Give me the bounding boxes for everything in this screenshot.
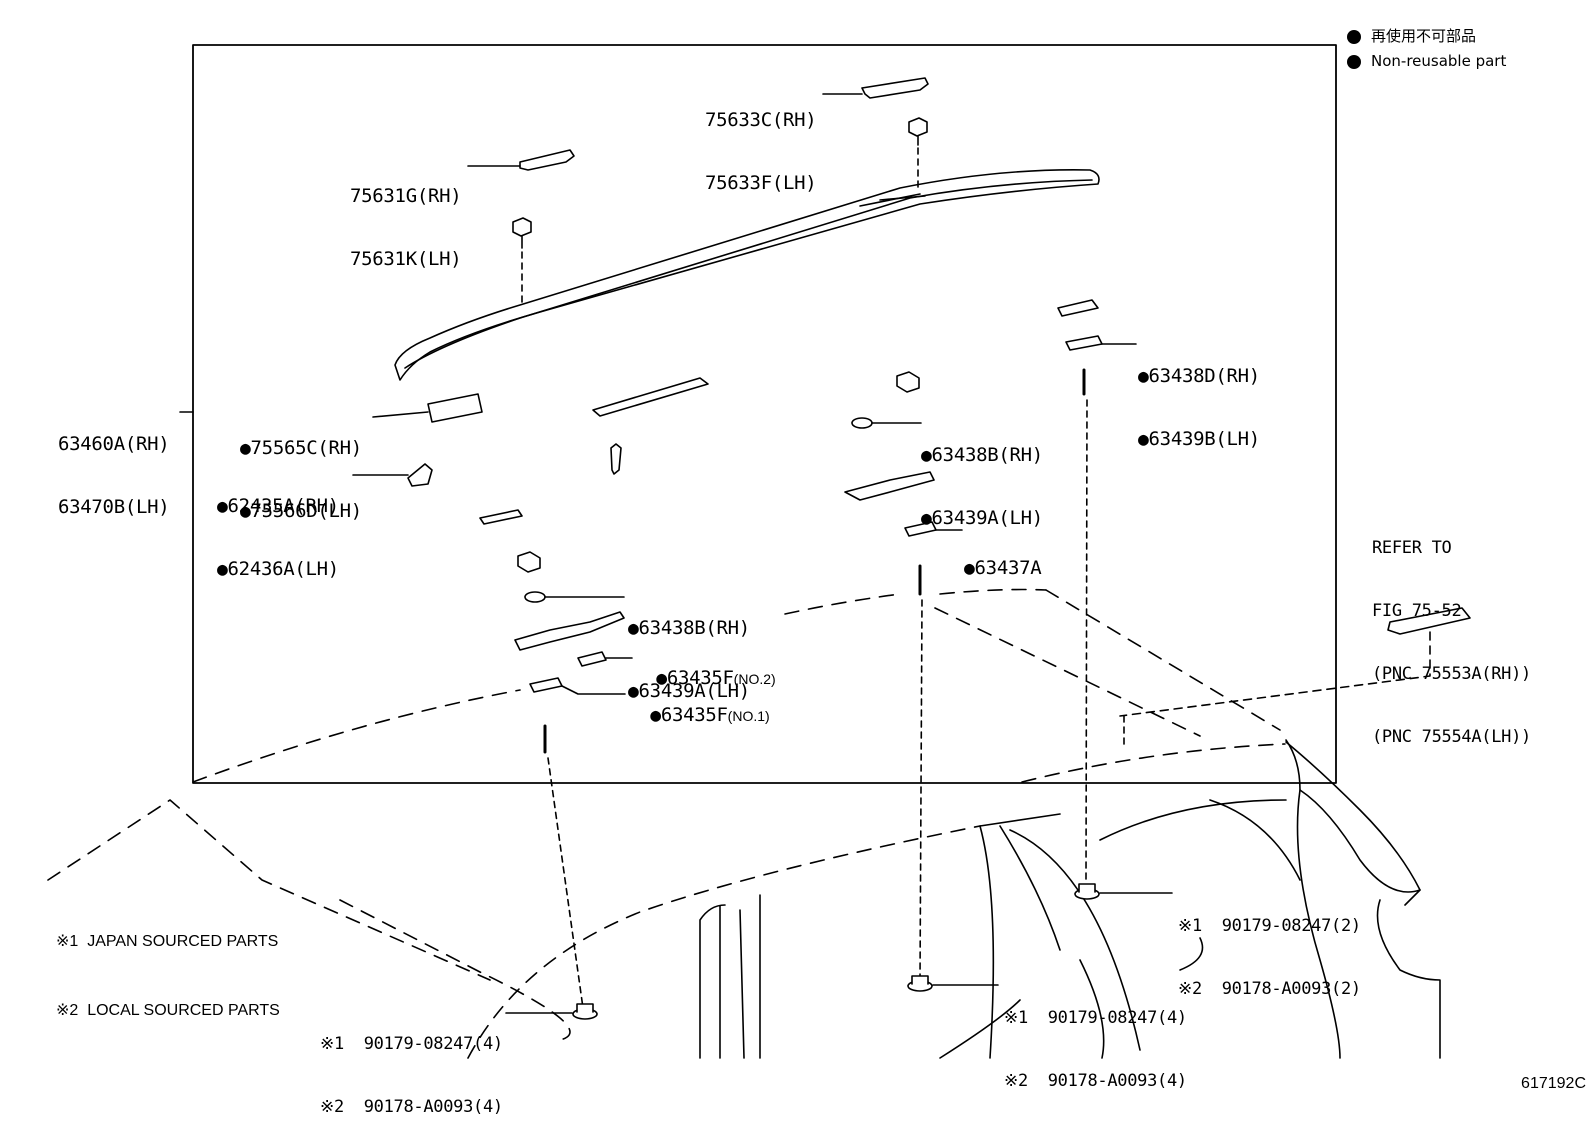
sourcing-note-local: ※2 LOCAL SOURCED PARTS <box>56 1002 280 1019</box>
label-63437-code: 63437A <box>974 557 1042 579</box>
non-reusable-icon: ● <box>650 705 661 726</box>
figure-id: 617192C <box>1521 1075 1586 1092</box>
pad-63435-no1-shape <box>529 677 563 693</box>
refer-line-1: REFER TO <box>1372 538 1452 558</box>
cover-75633-shape <box>861 77 929 99</box>
label-75631-rh: 75631G(RH) <box>350 185 462 207</box>
non-reusable-icon: ● <box>217 559 228 580</box>
legend-row-en: Non-reusable part <box>1347 49 1506 74</box>
cover-75631-shape <box>519 149 575 171</box>
car-body-outline <box>47 799 491 981</box>
label-75631-lh: 75631K(LH) <box>350 248 462 270</box>
label-62435[interactable]: ●62435A(RH) ●62436A(LH) <box>217 454 339 601</box>
label-63438b-right[interactable]: ●63438B(RH) ●63439A(LH) <box>921 403 1043 550</box>
parts-diagram-drawing <box>47 44 1471 1059</box>
fastener-middle-line-2: ※2 90178-A0093(4) <box>1004 1071 1187 1091</box>
label-75565[interactable]: ●75565C(RH) ●75566D(LH) <box>240 396 362 543</box>
label-63438b-left-rh: 63438B(RH) <box>638 617 751 639</box>
fastener-right-line-1: ※1 90179-08247(2) <box>1178 916 1361 936</box>
label-63460-rh: 63460A(RH) <box>58 433 170 455</box>
label-63435-no2-code: 63435F <box>666 667 734 689</box>
sourcing-notes: ※1 JAPAN SOURCED PARTS ※2 LOCAL SOURCED … <box>56 884 280 1045</box>
legend: 再使用不可部品 Non-reusable part <box>1347 24 1506 74</box>
label-75565-rh: 75565C(RH) <box>250 437 363 459</box>
nut-left-shape <box>517 551 541 573</box>
assembly-frame <box>192 44 1337 784</box>
label-fastener-right[interactable]: ※1 90179-08247(2) ※2 90178-A0093(2) <box>1178 874 1361 1021</box>
pad-63438d-shape <box>1065 335 1103 351</box>
refer-line-4: (PNC 75554A(LH)) <box>1372 727 1531 747</box>
fastener-middle-shape <box>907 975 933 992</box>
refer-line-2: FIG 75-52 <box>1372 601 1462 621</box>
label-75631[interactable]: 75631G(RH) 75631K(LH) <box>350 144 462 291</box>
label-62435-rh: 62435A(RH) <box>227 495 340 517</box>
label-63435-no1[interactable]: ●63435F(NO.1) <box>628 684 770 727</box>
label-63438d[interactable]: ●63438D(RH) ●63439B(LH) <box>1138 324 1260 471</box>
filled-circle-icon <box>1347 29 1361 44</box>
washer-right-shape <box>851 417 873 429</box>
nut-right-shape <box>896 371 920 393</box>
label-63437[interactable]: ●63437A <box>964 516 1042 600</box>
label-63460-lh: 63470B(LH) <box>58 496 170 518</box>
non-reusable-icon: ● <box>921 445 932 466</box>
label-63438b-right-rh: 63438B(RH) <box>931 444 1044 466</box>
fastener-middle-line-1: ※1 90179-08247(4) <box>1004 1008 1187 1028</box>
non-reusable-icon: ● <box>628 618 639 639</box>
label-63435-no2-suffix: (NO.2) <box>733 671 776 687</box>
bolt-left-shape <box>512 217 532 306</box>
label-fastener-left[interactable]: ※1 90179-08247(4) ※2 90178-A0093(4) <box>320 992 503 1139</box>
non-reusable-icon: ● <box>217 496 228 517</box>
label-63438b-left[interactable]: ●63438B(RH) ●63439A(LH) <box>628 576 750 723</box>
legend-text-en: Non-reusable part <box>1371 52 1507 70</box>
label-62435-lh: 62436A(LH) <box>227 558 340 580</box>
roof-outline <box>192 689 521 783</box>
filled-circle-icon <box>1347 54 1361 69</box>
label-63435-no1-suffix: (NO.1) <box>727 708 770 724</box>
bracket-center-shape <box>592 377 709 417</box>
clip-62435-shape <box>407 463 433 487</box>
pad-63435-no2-shape <box>577 651 607 667</box>
refer-line-3: (PNC 75553A(RH)) <box>1372 664 1531 684</box>
pad-75565-shape <box>427 393 483 423</box>
roof-rail-shape <box>394 169 1100 381</box>
non-reusable-icon: ● <box>1138 429 1149 450</box>
label-63438b-right-lh: 63439A(LH) <box>931 507 1044 529</box>
label-63435-no2[interactable]: ●63435F(NO.2) <box>634 647 776 690</box>
legend-row-jp: 再使用不可部品 <box>1347 24 1506 49</box>
non-reusable-icon: ● <box>656 668 667 689</box>
non-reusable-icon: ● <box>921 508 932 529</box>
sourcing-note-japan: ※1 JAPAN SOURCED PARTS <box>56 933 279 950</box>
label-75565-lh: 75566D(LH) <box>250 500 363 522</box>
shim-left-shape <box>479 509 523 525</box>
label-75633-lh: 75633F(LH) <box>705 172 817 194</box>
label-63438d-rh: 63438D(RH) <box>1148 365 1261 387</box>
label-75633[interactable]: 75633C(RH) 75633F(LH) <box>705 68 817 215</box>
fastener-left-line-1: ※1 90179-08247(4) <box>320 1034 503 1054</box>
label-fastener-middle[interactable]: ※1 90179-08247(4) ※2 90178-A0093(4) <box>1004 966 1187 1113</box>
clip-63438d-shape <box>1057 299 1099 317</box>
legend-text-jp: 再使用不可部品 <box>1371 27 1477 45</box>
label-75633-rh: 75633C(RH) <box>705 109 817 131</box>
label-63438b-left-lh: 63439A(LH) <box>638 680 751 702</box>
refer-part-shape <box>1387 607 1471 635</box>
non-reusable-icon: ● <box>1138 366 1149 387</box>
fastener-right-shape <box>1074 883 1100 900</box>
fastener-right-line-2: ※2 90178-A0093(2) <box>1178 979 1361 999</box>
non-reusable-icon: ● <box>240 501 251 522</box>
fastener-left-shape <box>572 1003 598 1020</box>
bracket-left-shape <box>514 611 625 651</box>
bracket-right-shape <box>844 471 935 501</box>
non-reusable-icon: ● <box>240 438 251 459</box>
label-63460[interactable]: 63460A(RH) 63470B(LH) <box>58 392 170 539</box>
bolt-right-shape <box>908 117 928 189</box>
non-reusable-icon: ● <box>964 558 975 579</box>
refer-block[interactable]: REFER TO FIG 75-52 (PNC 75553A(RH)) (PNC… <box>1372 496 1531 769</box>
label-63435-no1-code: 63435F <box>660 704 728 726</box>
non-reusable-icon: ● <box>628 681 639 702</box>
label-63438d-lh: 63439B(LH) <box>1148 428 1261 450</box>
washer-left-shape <box>524 591 546 603</box>
fastener-left-line-2: ※2 90178-A0093(4) <box>320 1097 503 1117</box>
